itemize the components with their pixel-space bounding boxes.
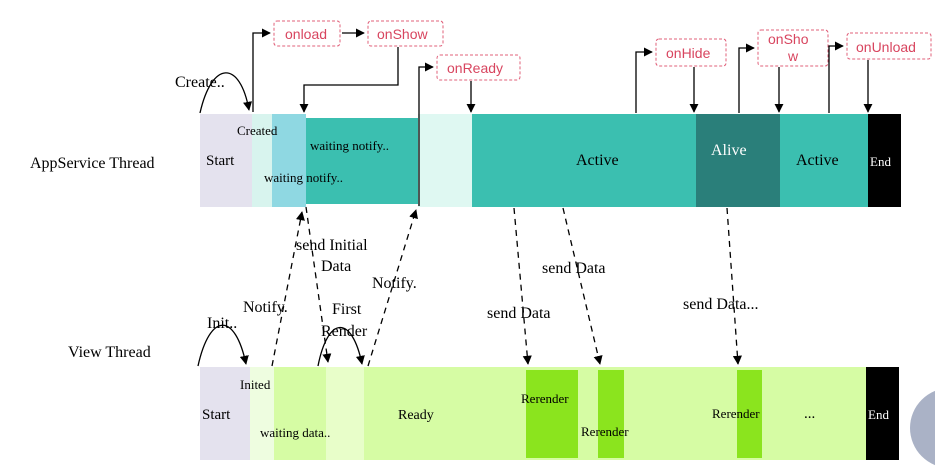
view-bar [200, 367, 899, 460]
view-start-block [200, 367, 250, 460]
appservice-alive-block [696, 114, 780, 207]
appservice-waiting-top-label: waiting notify.. [310, 138, 389, 153]
onhide-label: onHide [666, 45, 711, 61]
send-data3-label: send Data... [683, 296, 759, 313]
init-label: Init.. [207, 315, 237, 332]
view-thread-label: View Thread [68, 344, 151, 361]
first-render-label-line2: Render [321, 323, 368, 340]
onshow-to-bar-arrow [299, 47, 399, 113]
first-render-label-line1: First [332, 301, 362, 318]
view-end-block [866, 367, 899, 460]
onload-label: onload [285, 26, 327, 42]
onshow-tag: onShow [367, 20, 444, 47]
view-start-label: Start [202, 407, 231, 423]
notify2-dashed-arrow [367, 209, 418, 367]
onload-tag: onload [273, 20, 341, 47]
view-ellipsis-label: ... [804, 406, 815, 422]
send-initial-label-line1: send Initial [296, 237, 368, 254]
view-rerender1-label: Rerender [521, 391, 569, 406]
appservice-waiting-block [306, 118, 418, 204]
onshow2-label-line2: w [787, 48, 799, 64]
appservice-waiting-bottom-label: waiting notify.. [264, 170, 343, 185]
first-render-curve-arrow [317, 326, 365, 367]
onready-tag: onReady [436, 54, 521, 81]
notify1-label: Notify. [243, 299, 288, 316]
created-to-onload-arrow [252, 28, 271, 112]
init-curve-arrow [197, 324, 249, 367]
bar-to-onhide-arrow [635, 47, 653, 113]
appservice-created-accent [272, 114, 306, 207]
onhide-tag: onHide [655, 38, 727, 67]
create-curve-arrow [199, 72, 253, 114]
appservice-start-label: Start [206, 153, 235, 169]
appservice-end-label: End [870, 154, 891, 169]
view-end-label: End [868, 407, 889, 422]
view-rerender3-block [737, 370, 762, 458]
onunload-label: onUnload [856, 39, 916, 55]
view-rerender2-block [598, 370, 624, 458]
appservice-pale-block [418, 114, 472, 207]
bar-to-onshow2-arrow [738, 43, 755, 113]
view-ready-label: Ready [398, 408, 434, 423]
view-waiting-data-label: waiting data.. [260, 425, 330, 440]
appservice-thread-label: AppService Thread [30, 155, 155, 172]
view-inited-label: Inited [240, 377, 271, 392]
notify2-label: Notify. [372, 275, 417, 292]
onready-label: onReady [447, 60, 503, 76]
solid-arrows [252, 28, 873, 206]
appservice-created-block [252, 114, 272, 207]
appservice-bar [200, 114, 901, 207]
appservice-end-block [868, 114, 901, 207]
dashed-arrows [271, 206, 742, 367]
appservice-created-label: Created [237, 123, 278, 138]
curved-arrows [197, 72, 365, 367]
send-initial-data-dashed-arrow [305, 206, 332, 363]
appservice-active2-label: Active [796, 152, 839, 169]
bar-to-onunload-arrow [828, 41, 844, 113]
view-waiting-block [274, 367, 326, 460]
onunload-tag: onUnload [846, 32, 932, 60]
appservice-active-label: Active [576, 152, 619, 169]
corner-circle-decoration [910, 390, 935, 466]
appservice-start-block [200, 114, 252, 207]
onshow-label: onShow [377, 26, 428, 42]
view-pale-block [326, 367, 364, 460]
bar-to-onready-arrow [418, 62, 434, 206]
create-label: Create.. [175, 74, 225, 91]
view-inited-block [250, 367, 274, 460]
send-data2-label: send Data [542, 260, 606, 277]
send-initial-label-line2: Data [321, 258, 351, 275]
view-rerender1-block [526, 370, 578, 458]
send-data1-label: send Data [487, 305, 551, 322]
view-rerender2-label: Rerender [581, 424, 629, 439]
appservice-active-block [472, 114, 696, 207]
appservice-active2-block [780, 114, 868, 207]
onshow2-tag: onSho w [757, 29, 829, 67]
view-rerender3-label: Rerender [712, 406, 760, 421]
send-data2-dashed-arrow [562, 207, 603, 365]
send-data1-dashed-arrow [513, 207, 532, 365]
send-data3-dashed-arrow [726, 207, 742, 365]
onshow2-label-line1: onSho [768, 31, 809, 47]
notify-dashed-arrow [271, 211, 305, 367]
appservice-alive-label: Alive [711, 142, 747, 159]
